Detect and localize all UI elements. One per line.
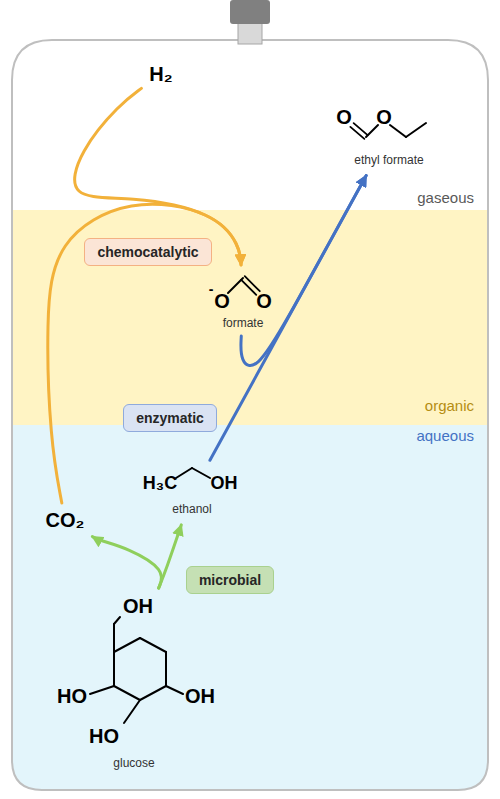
process-label: chemocatalytic — [97, 244, 198, 261]
double-bond — [245, 276, 260, 291]
reaction-arrow — [241, 176, 366, 366]
structure-bonds — [22, 590, 218, 776]
organic-phase — [0, 210, 500, 425]
reaction-arrow — [210, 176, 366, 461]
hydrogen-molecule: H₂ — [143, 58, 179, 90]
text-slot: - — [209, 282, 214, 297]
ethyl-formate-molecule: O Oethyl formate — [330, 95, 448, 173]
single-bond — [113, 624, 115, 652]
reaction-arrow — [92, 537, 161, 589]
glucose-molecule: OH HO OH HO glucose — [22, 590, 218, 776]
text-slot: HO — [89, 725, 119, 747]
text-slot: H₃C — [143, 474, 177, 494]
phase-label: organic — [425, 397, 474, 415]
atom-label: HO — [57, 685, 87, 707]
stirrer-neck — [238, 22, 262, 44]
text-slot: HO — [57, 685, 87, 707]
formula: H₂ — [149, 63, 172, 85]
atom-label: O — [376, 106, 392, 128]
phase-label: gaseous — [417, 189, 474, 207]
formula: H₃C — [143, 474, 177, 494]
single-bond — [166, 686, 183, 694]
single-bond — [124, 700, 140, 723]
text-slot: glucose — [113, 757, 154, 770]
text-slot: aqueous — [416, 427, 474, 445]
process-label: microbial — [199, 572, 261, 589]
ethanol-molecule: H₃C OHethanol — [140, 462, 245, 522]
atom-label: HO — [89, 725, 119, 747]
single-bond — [114, 638, 140, 652]
text-slot: ethanol — [172, 503, 211, 516]
aqueous-phase: aqueousH₃COHethanolCO₂microbialOHHOOHHOg… — [13, 425, 488, 789]
single-bond — [114, 617, 120, 624]
stirrer-cap — [230, 0, 270, 24]
text-slot: formate — [223, 317, 264, 330]
charge-sign: - — [209, 282, 214, 297]
text-slot: ethyl formate — [354, 154, 423, 167]
atom-label: OH — [123, 595, 153, 617]
text-slot: CO₂ — [46, 509, 85, 531]
gaseous-phase: gaseous H₂ O Oethyl formate — [13, 41, 488, 210]
single-bond — [176, 468, 192, 478]
text-slot: enzymatic — [136, 410, 204, 427]
formate-molecule: -OOformate — [200, 268, 286, 334]
carbon-dioxide-molecule: CO₂ — [38, 505, 92, 535]
text-slot: O — [214, 290, 230, 312]
text-slot: OH — [211, 474, 238, 494]
atom-label: O — [214, 290, 230, 312]
aqueous-phase — [0, 425, 500, 799]
process-box: enzymatic — [123, 404, 217, 433]
text-slot: O — [256, 290, 272, 312]
atom-label: O — [336, 106, 352, 128]
molecule-name: glucose — [113, 757, 154, 770]
text-slot: OH — [123, 595, 153, 617]
text-slot: H₂ — [149, 63, 172, 85]
double-bond — [350, 127, 364, 139]
molecule-name: formate — [223, 317, 264, 330]
double-bond — [354, 123, 368, 135]
text-slot: microbial — [199, 572, 261, 589]
single-bond — [165, 652, 167, 686]
process-label: enzymatic — [136, 410, 204, 427]
text-slot: chemocatalytic — [97, 244, 198, 261]
single-bond — [113, 652, 115, 686]
organic-phase: organicchemocatalytic-OOformate — [13, 210, 488, 425]
formula: CO₂ — [46, 509, 85, 531]
single-bond — [406, 123, 426, 137]
vessel-outline — [12, 40, 488, 790]
text-slot: O — [376, 106, 392, 128]
molecule-name: ethyl formate — [354, 154, 423, 167]
text-slot: OH — [185, 685, 215, 707]
text-slot: organic — [425, 397, 474, 415]
single-bond — [140, 686, 166, 700]
molecule-name: ethanol — [172, 503, 211, 516]
single-bond — [140, 638, 166, 652]
process-box: chemocatalytic — [84, 238, 211, 267]
atom-label: OH — [185, 685, 215, 707]
reaction-arrow — [159, 525, 182, 588]
single-bond — [90, 686, 114, 694]
process-box: microbial — [186, 566, 274, 595]
single-bond — [192, 468, 210, 478]
atom-label: O — [256, 290, 272, 312]
atom-label: OH — [211, 474, 238, 494]
single-bond — [114, 686, 140, 700]
text-slot: gaseous — [417, 189, 474, 207]
phase-label: aqueous — [416, 427, 474, 445]
single-bond — [390, 125, 406, 137]
text-slot: O — [336, 106, 352, 128]
double-bond — [241, 280, 256, 295]
